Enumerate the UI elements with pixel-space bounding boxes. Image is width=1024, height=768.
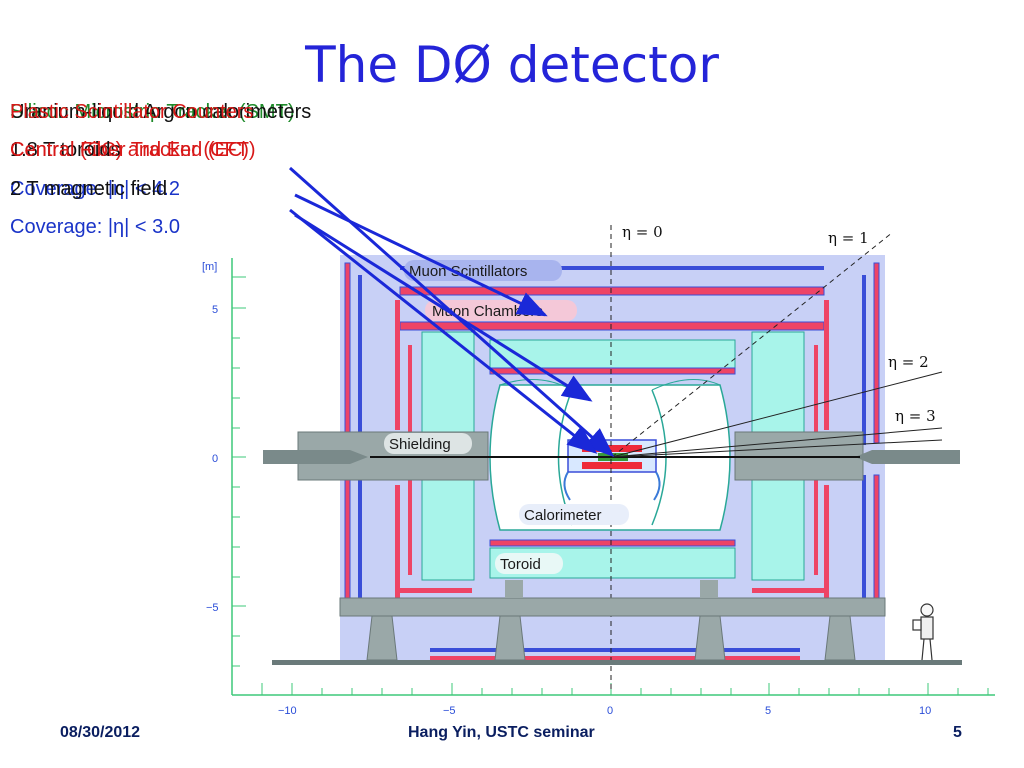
footer-presenter: Hang Yin, USTC seminar bbox=[408, 724, 595, 741]
footer-page-number: 5 bbox=[953, 724, 962, 741]
svg-text:Calorimeter: Calorimeter bbox=[524, 507, 602, 524]
svg-text:Toroid: Toroid bbox=[500, 556, 541, 573]
annotation-arrows bbox=[289, 166, 615, 457]
eta-2-label: η = 2 bbox=[888, 353, 929, 371]
y-tick-5: 5 bbox=[212, 304, 218, 316]
eta-0-label: η = 0 bbox=[622, 223, 663, 241]
footer-date: 08/30/2012 bbox=[60, 724, 141, 741]
label-muon-scintillators: Muon Scintillators bbox=[404, 260, 562, 281]
y-tick-minus5: −5 bbox=[206, 602, 219, 614]
x-tick-minus5: −5 bbox=[443, 705, 456, 717]
svg-text:Muon Chambers: Muon Chambers bbox=[432, 303, 543, 320]
eta-1-label: η = 1 bbox=[828, 229, 869, 247]
arrow-to-muon-chambers bbox=[294, 193, 548, 317]
x-tick-0: 0 bbox=[607, 705, 613, 717]
x-tick-minus10: −10 bbox=[278, 705, 297, 717]
overlay-cft: Central Fiber Tracker (CFT) bbox=[10, 139, 256, 161]
overlay-coverage-4-2: Coverage: |η| < 4.2 bbox=[10, 178, 180, 200]
label-toroid: Toroid bbox=[495, 553, 563, 574]
slide-title: The DØ detector bbox=[305, 36, 719, 94]
support-structure bbox=[272, 580, 962, 665]
overlay-magnetic-field: 2 T magnetic field bbox=[10, 178, 168, 200]
y-tick-0: 0 bbox=[212, 453, 218, 465]
person-figure bbox=[912, 603, 934, 661]
overlay-coverage-3-0: Coverage: |η| < 3.0 bbox=[10, 216, 180, 238]
eta-3-label: η = 3 bbox=[895, 407, 936, 425]
overlay-smt: Silicon Microstrip Tracker (SMT) bbox=[10, 101, 295, 123]
svg-text:Shielding: Shielding bbox=[389, 436, 451, 453]
overlay-calorimeters: Uranium-liquid Argon calorimeters bbox=[10, 101, 312, 123]
arrow-to-calorimeter bbox=[294, 213, 593, 402]
label-calorimeter: Calorimeter bbox=[519, 504, 629, 525]
arrow-to-inner-tracker bbox=[289, 208, 598, 454]
overlay-central-end: Central (CC) and End (EC) bbox=[10, 139, 249, 161]
axes: [m] 5 0 −5 −10 −5 0 5 10 bbox=[202, 258, 995, 717]
label-shielding: Shielding bbox=[384, 433, 472, 454]
outer-muon-layers bbox=[344, 262, 880, 661]
overlay-toroids: 1.8 T toroids bbox=[10, 139, 121, 161]
axis-unit-label: [m] bbox=[202, 261, 217, 273]
x-tick-10: 10 bbox=[919, 705, 931, 717]
x-tick-5: 5 bbox=[765, 705, 771, 717]
overlay-scintillators: Plastic Scintillator Counters bbox=[10, 101, 254, 123]
svg-text:Muon Scintillators: Muon Scintillators bbox=[409, 263, 527, 280]
